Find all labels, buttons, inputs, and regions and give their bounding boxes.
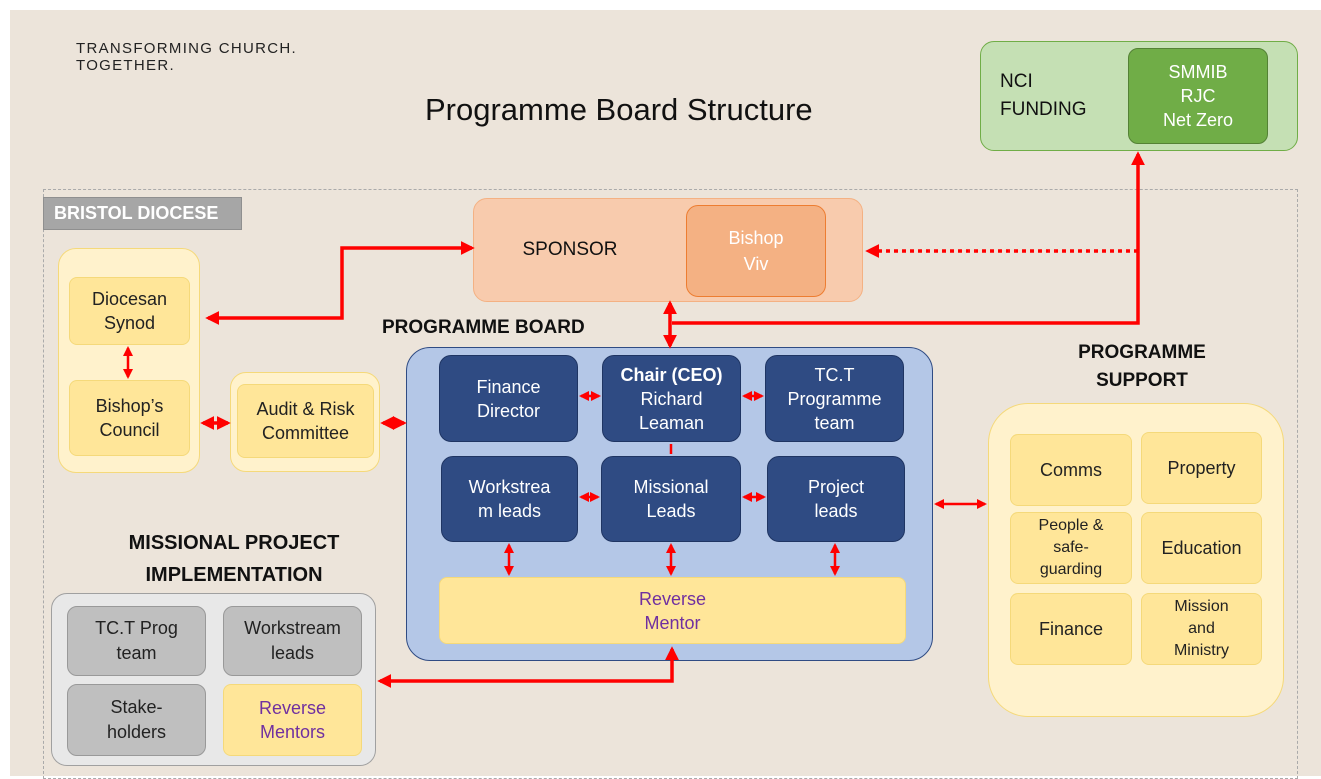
project-leads-box: Project leads bbox=[767, 456, 905, 542]
diocese-label: BRISTOL DIOCESE bbox=[43, 197, 242, 230]
comms-box: Comms bbox=[1010, 434, 1132, 506]
finance-box: Finance bbox=[1010, 593, 1132, 665]
education-box: Education bbox=[1141, 512, 1262, 584]
chair-box: Chair (CEO) Richard Leaman bbox=[602, 355, 741, 442]
missional-leads-box: Missional Leads bbox=[601, 456, 741, 542]
reverse-mentors-box: Reverse Mentors bbox=[223, 684, 362, 756]
bishops-council-box: Bishop’s Council bbox=[69, 380, 190, 456]
sponsor-synod-arrow bbox=[205, 241, 475, 325]
funding-items-box: SMMIB RJC Net Zero bbox=[1128, 48, 1268, 144]
audit-risk-box: Audit & Risk Committee bbox=[237, 384, 374, 458]
programme-support-heading: PROGRAMME SUPPORT bbox=[1078, 342, 1206, 391]
workstream-leads-box: Workstrea m leads bbox=[441, 456, 578, 542]
tct-prog-team-box: TC.T Prog team bbox=[67, 606, 206, 676]
finance-director-box: Finance Director bbox=[439, 355, 578, 442]
chair-title: Chair (CEO) bbox=[620, 364, 723, 385]
workstream-leads-review-box: Workstream leads bbox=[223, 606, 362, 676]
reviews-mentor-arrow bbox=[377, 646, 679, 688]
stakeholders-box: Stake- holders bbox=[67, 684, 206, 756]
logo-text: TRANSFORMING CHURCH. TOGETHER. bbox=[76, 40, 297, 74]
reverse-mentor-box: Reverse Mentor bbox=[439, 577, 906, 644]
chair-name: Richard Leaman bbox=[638, 388, 705, 433]
property-box: Property bbox=[1141, 432, 1262, 504]
mission-ministry-box: Mission and Ministry bbox=[1141, 593, 1262, 665]
sponsor-label: SPONSOR bbox=[522, 239, 618, 260]
people-safeguarding-box: People & safe- guarding bbox=[1010, 512, 1132, 584]
tct-programme-team-box: TC.T Programme team bbox=[765, 355, 904, 442]
funding-board-arrow bbox=[672, 151, 1145, 325]
page-title: Programme Board Structure bbox=[425, 92, 813, 127]
bishop-viv-box: Bishop Viv bbox=[686, 205, 826, 297]
funding-label: NCI FUNDING bbox=[1000, 71, 1087, 120]
diocesan-synod-box: Diocesan Synod bbox=[69, 277, 190, 345]
reviews-heading: MISSIONAL PROJECT IMPLEMENTATION REVIEWS bbox=[128, 532, 340, 618]
